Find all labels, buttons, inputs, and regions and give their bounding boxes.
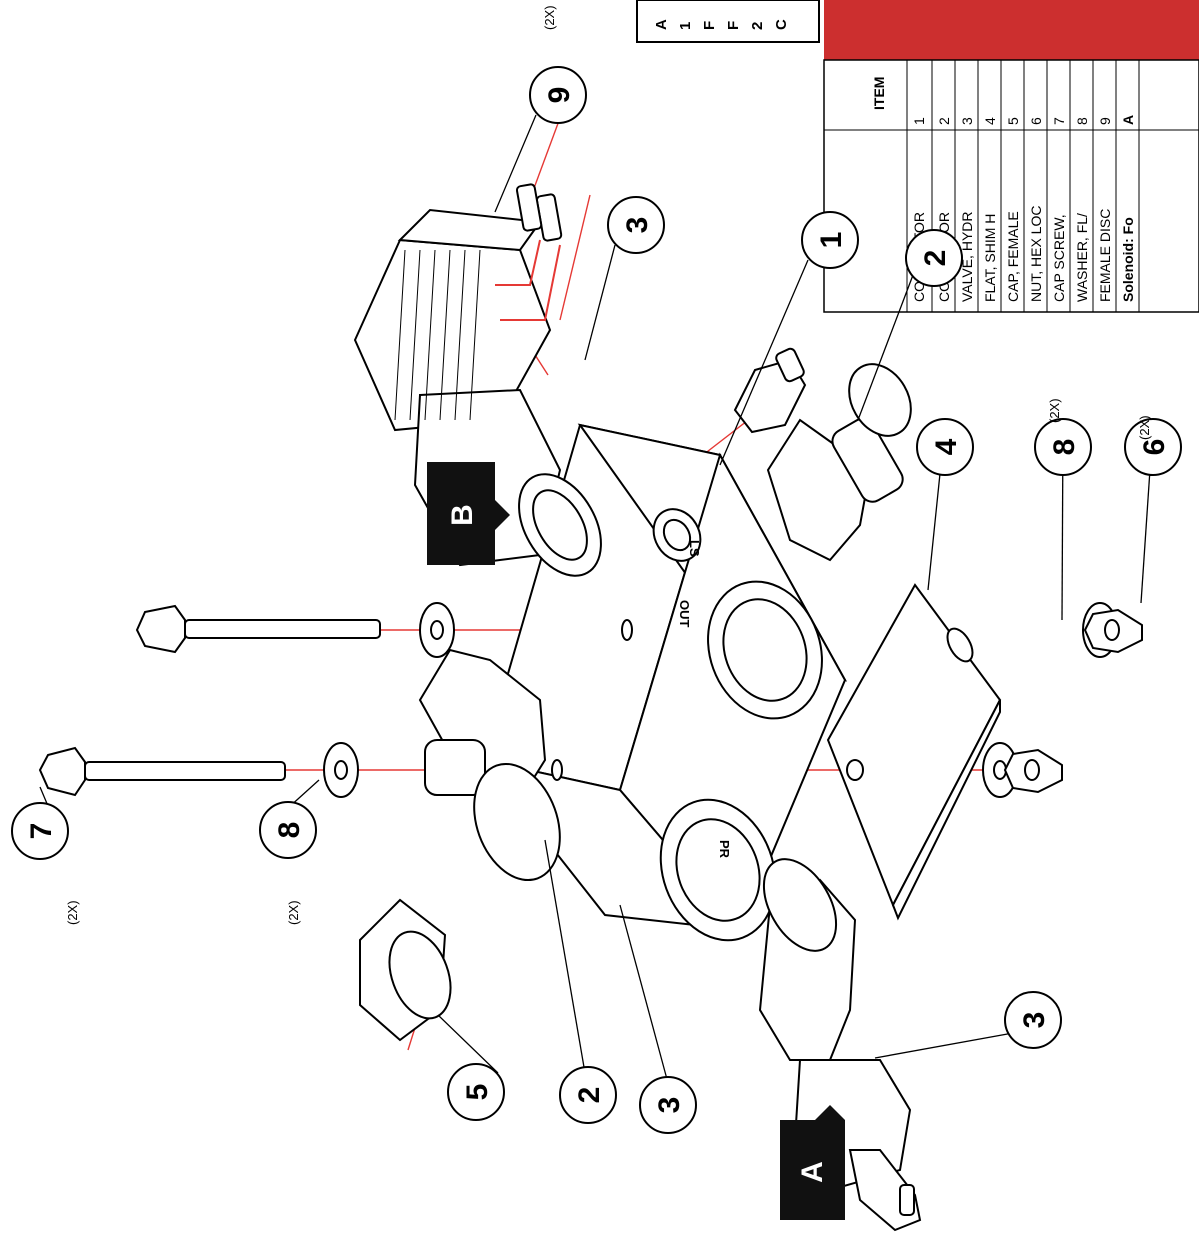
callout-2-right-circle bbox=[905, 229, 963, 287]
callout-9: 9 bbox=[543, 87, 576, 104]
flag-a: A bbox=[780, 1105, 845, 1220]
callout-3-top-circle bbox=[607, 196, 665, 254]
note-box: A 1 F F 2 C bbox=[636, 0, 820, 43]
female-cap bbox=[359, 898, 452, 1042]
callout-8-right-circle bbox=[1034, 418, 1092, 476]
callout-3-middle: 3 bbox=[653, 1097, 686, 1114]
multiplier-8-left: (2X) bbox=[286, 900, 301, 925]
multiplier-7: (2X) bbox=[65, 900, 80, 925]
note-line-1: A bbox=[653, 19, 670, 30]
flag-b: B bbox=[427, 462, 510, 565]
callout-9-circle bbox=[529, 66, 587, 124]
row-a-item: A bbox=[1120, 115, 1136, 125]
note-line-6: C bbox=[773, 19, 790, 30]
row-a-desc: Solenoid: Fo bbox=[1120, 217, 1136, 302]
callout-3-bottom-circle bbox=[1004, 991, 1062, 1049]
leader-lines bbox=[39, 114, 1154, 1084]
callout-bubbles bbox=[11, 66, 1182, 1134]
table-body bbox=[823, 59, 1199, 313]
callout-8-left-circle bbox=[259, 801, 317, 859]
row-8-item: 8 bbox=[1074, 117, 1090, 125]
note-line-5: 2 bbox=[749, 22, 766, 30]
valve-manifold-block bbox=[480, 423, 848, 942]
callout-numbers: 9 3 1 2 4 8 6 7 8 5 2 3 3 bbox=[25, 87, 1171, 1114]
callout-1: 1 bbox=[815, 232, 848, 249]
row-3-desc: VALVE, HYDR bbox=[959, 211, 975, 302]
row-8-desc: WASHER, FL/ bbox=[1074, 213, 1090, 302]
callout-2-left: 2 bbox=[573, 1087, 606, 1104]
row-7-item: 7 bbox=[1051, 117, 1067, 125]
table-header-bar bbox=[824, 0, 1199, 60]
row-9-desc: FEMALE DISC bbox=[1097, 209, 1113, 302]
callout-4: 4 bbox=[930, 438, 963, 455]
multiplier-6: (2X) bbox=[1137, 415, 1152, 440]
callout-5-circle bbox=[447, 1063, 505, 1121]
callout-6-circle bbox=[1124, 418, 1182, 476]
callout-6: 6 bbox=[1138, 439, 1171, 456]
row-5-desc: CAP, FEMALE bbox=[1005, 211, 1021, 302]
port-label-pr: PR bbox=[717, 840, 732, 859]
parts-table: ITEM 1 2 3 4 5 6 7 8 9 A CONNECTOR CONNE… bbox=[823, 0, 1199, 313]
row-9-item: 9 bbox=[1097, 117, 1113, 125]
row-6-desc: NUT, HEX LOC bbox=[1028, 206, 1044, 302]
callout-4-circle bbox=[916, 418, 974, 476]
row-5-item: 5 bbox=[1005, 117, 1021, 125]
row-3-item: 3 bbox=[959, 117, 975, 125]
row-2-item: 2 bbox=[936, 117, 952, 125]
hex-bolts bbox=[38, 604, 381, 797]
callout-8-left: 8 bbox=[273, 822, 306, 839]
callout-1-circle bbox=[801, 211, 859, 269]
multiplier-8-right: (2X) bbox=[1047, 398, 1062, 423]
small-connector bbox=[733, 347, 807, 434]
connector-fitting-left bbox=[418, 648, 561, 882]
port-label-out: OUT bbox=[677, 600, 692, 628]
hex-lock-nuts bbox=[1003, 608, 1143, 794]
port-label-ls: LS bbox=[687, 540, 702, 557]
note-line-2: 1 bbox=[677, 22, 694, 30]
row-6-item: 6 bbox=[1028, 117, 1044, 125]
callout-3-bottom: 3 bbox=[1018, 1012, 1051, 1029]
note-line-3: F bbox=[701, 21, 718, 30]
callout-5: 5 bbox=[461, 1084, 494, 1101]
note-line-4: F bbox=[725, 21, 742, 30]
vertical-ribs bbox=[394, 249, 481, 421]
callout-3-top: 3 bbox=[621, 217, 654, 234]
callout-7-circle bbox=[11, 802, 69, 860]
row-7-desc: CAP SCREW, bbox=[1051, 214, 1067, 302]
quantity-multipliers: (2X) (2X) (2X) (2X) (2X) bbox=[65, 5, 1152, 925]
callout-2-right: 2 bbox=[919, 250, 952, 267]
multiplier-9: (2X) bbox=[542, 5, 557, 30]
shim-plate bbox=[826, 583, 1002, 921]
connector-fitting-right bbox=[766, 363, 912, 562]
flag-b-letter: B bbox=[446, 504, 479, 526]
row-1-item: 1 bbox=[911, 117, 927, 125]
callout-2-left-circle bbox=[559, 1066, 617, 1124]
row-4-item: 4 bbox=[982, 117, 998, 125]
callout-3-middle-circle bbox=[639, 1076, 697, 1134]
table-item-header: ITEM bbox=[871, 77, 887, 110]
callout-8-right: 8 bbox=[1048, 439, 1081, 456]
flag-a-letter: A bbox=[796, 1161, 829, 1183]
row-4-desc: FLAT, SHIM H bbox=[982, 214, 998, 302]
callout-7: 7 bbox=[25, 823, 58, 840]
